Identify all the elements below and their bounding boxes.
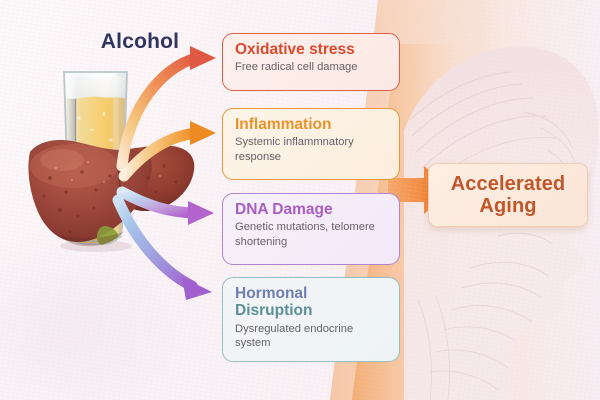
cause-card-inflammation[interactable]: Inflammation Systemic inflammnatory resp… (222, 108, 400, 180)
cause-description: Dysregulated endocrine system (235, 322, 354, 350)
page-title: Alcohol (100, 30, 180, 53)
cause-description: Free radical cell damage (235, 61, 358, 74)
cause-title-line1: Hormonal (235, 285, 308, 302)
cause-title: DNA Damage (235, 201, 333, 218)
cause-card-dna-damage[interactable]: DNA Damage Genetic mutations, telomere s… (222, 193, 400, 265)
cause-title: Hormonal Disruption (235, 285, 388, 320)
cause-title: Inflammation (235, 116, 332, 133)
curved-arrow-icon-oxidative (116, 46, 216, 172)
outcome-line2: Aging (479, 195, 537, 217)
outcome-card-accelerated-aging[interactable]: Accelerated Aging (428, 163, 588, 227)
cause-title-line2: Disruption (235, 302, 313, 320)
outcome-line1: Accelerated (450, 172, 566, 195)
cause-description: Genetic mutations, telomere shortening (235, 221, 375, 248)
outcome-label: Accelerated Aging (451, 173, 566, 218)
curved-arrow-icon-dna (116, 186, 214, 225)
cause-title: Oxidative stress (235, 41, 355, 58)
curved-arrow-icon-hormonal (112, 194, 212, 300)
curved-arrow-icon-inflammation (118, 121, 216, 182)
cause-card-hormonal-disruption[interactable]: Hormonal Disruption Dysregulated endocri… (222, 277, 400, 362)
cause-card-oxidative-stress[interactable]: Oxidative stress Free radical cell damag… (222, 33, 400, 91)
cause-description: Systemic inflammnatory response (235, 136, 354, 163)
